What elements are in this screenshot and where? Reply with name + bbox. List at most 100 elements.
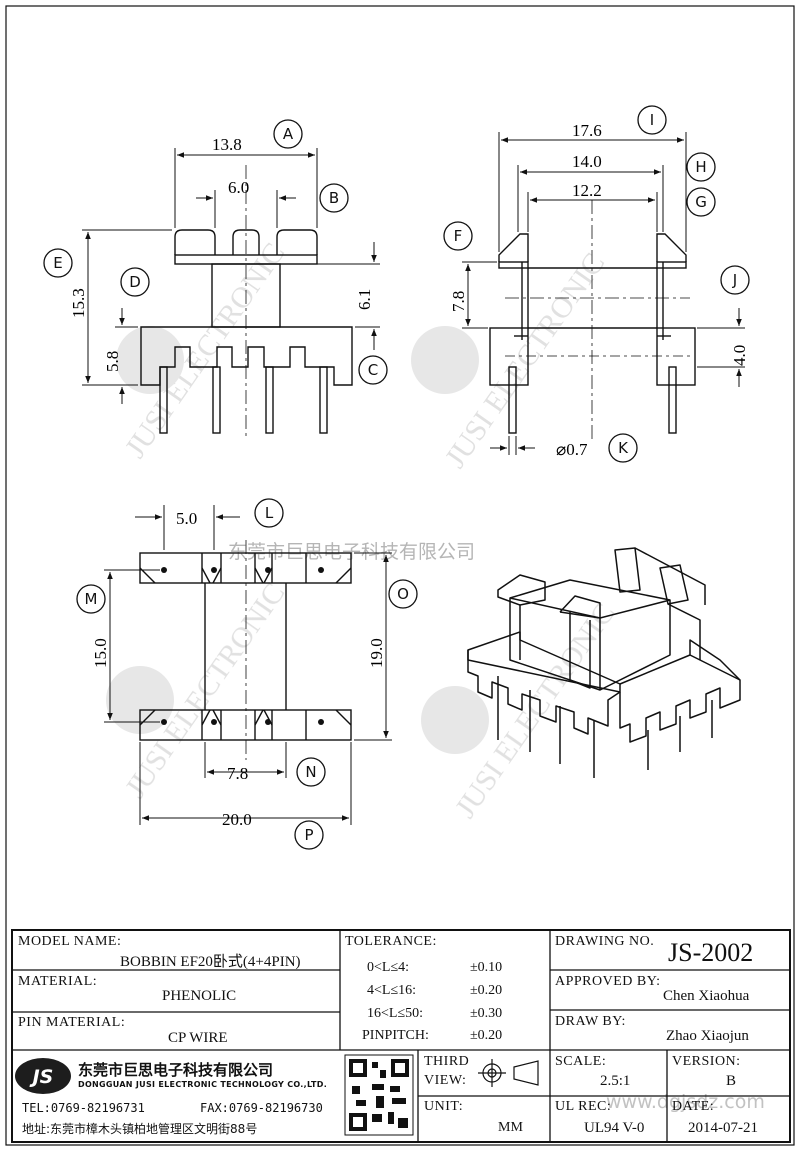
dim-L-value: 5.0 [176,509,197,528]
draw-by-label: DRAW BY: [555,1014,626,1029]
company-tel: TEL:0769-82196731 [22,1101,145,1115]
unit-label: UNIT: [424,1099,464,1114]
drawing-no-label: DRAWING NO. [555,934,655,949]
dim-K-value: ⌀0.7 [556,440,588,459]
balloon-M-label: M [85,590,98,608]
balloon-I [637,105,667,135]
material-label: MATERIAL: [18,974,98,989]
balloon-J-label: J [732,271,737,289]
balloon-N [296,757,326,787]
watermark-logo-1 [116,326,184,394]
front-dimensions [82,148,380,404]
balloon-F [443,221,473,251]
date-label: DATE: [672,1099,715,1114]
third-view-label-line2: VIEW: [424,1073,467,1088]
balloon-D-label: D [129,273,141,291]
tolerance-value-2: ±0.20 [470,983,503,998]
balloon-O-label: O [397,585,409,603]
model-name-label: MODEL NAME: [18,934,122,949]
balloon-J [720,265,750,295]
balloon-P [294,820,324,850]
balloon-B [319,183,349,213]
pin-material-label: PIN MATERIAL: [18,1015,126,1030]
company-address: 地址:东莞市樟木头镇柏地管理区文明街88号 [22,1122,258,1136]
version-label: VERSION: [672,1054,741,1069]
balloon-O [388,579,418,609]
watermark-group: JUSI ELECTRONIC JUSI ELECTRONIC JUSI ELE… [106,237,622,824]
model-name-value: BOBBIN EF20卧式(4+4PIN) [120,954,301,970]
isometric-view [467,547,741,778]
bottom-view [139,552,352,741]
tolerance-range-1: 0<L≤4: [367,960,410,975]
tolerance-value-1: ±0.10 [470,960,503,975]
balloon-P-label: P [304,826,313,844]
ul-rec-value: UL94 V-0 [584,1120,645,1136]
balloon-C-label: C [368,361,378,379]
third-angle-symbol-icon [478,1059,539,1087]
ul-rec-label: UL REC: [555,1099,612,1114]
tolerance-range-3: 16<L≤50: [367,1006,424,1021]
dim-P-value: 20.0 [222,810,252,829]
balloon-D [120,267,150,297]
balloon-G [686,187,716,217]
front-view [140,229,353,434]
approved-by-value: Chen Xiaohua [663,988,750,1004]
balloon-H-label: H [695,158,706,176]
material-value: PHENOLIC [162,988,237,1004]
qr-code-icon [344,1054,414,1136]
balloon-F-label: F [454,227,463,245]
dim-B-value: 6.0 [228,178,249,197]
balloon-L [254,498,284,528]
bottom-dimensions [104,505,392,825]
tolerance-value-4: ±0.20 [470,1028,503,1043]
watermark-company-cn: 东莞市巨思电子科技有限公司 [228,541,475,563]
tolerance-range-2: 4<L≤16: [367,983,417,998]
date-value: 2014-07-21 [688,1120,758,1136]
dim-O-value: 19.0 [367,638,386,668]
watermark-logo-3 [106,666,174,734]
company-logo-text: JS [29,1066,54,1088]
balloon-B-label: B [329,189,339,207]
balloon-M [76,584,106,614]
tolerance-value-3: ±0.30 [470,1006,503,1021]
dim-C-value: 6.1 [355,289,374,310]
balloon-I-label: I [650,111,654,129]
company-name-cn: 东莞市巨思电子科技有限公司 [78,1061,274,1079]
balloon-A [273,119,303,149]
company-logo-icon [15,1058,71,1094]
balloon-K [608,433,638,463]
company-fax: FAX:0769-82196730 [200,1101,323,1115]
third-view-label-line1: THIRD [424,1054,470,1069]
draw-by-value: Zhao Xiaojun [666,1028,749,1044]
dim-D-value: 5.8 [103,351,122,372]
dim-E-value: 15.3 [69,288,88,318]
dim-F-value: 7.8 [449,291,468,312]
tolerance-range-4: PINPITCH: [362,1028,429,1043]
dim-M-value: 15.0 [91,638,110,668]
watermark-logo-4 [421,686,489,754]
dim-I-value: 17.6 [572,121,602,140]
approved-by-label: APPROVED BY: [555,974,661,989]
balloons [43,105,750,850]
balloon-L-label: L [265,504,274,522]
dim-N-value: 7.8 [227,764,248,783]
scale-value: 2.5:1 [600,1073,631,1089]
bottom-pin-holes [161,567,324,725]
dim-J-value: 4.0 [730,345,749,366]
balloon-N-label: N [305,763,316,781]
scale-label: SCALE: [555,1054,607,1069]
pin-material-value: CP WIRE [168,1030,228,1046]
balloon-E-label: E [53,254,62,272]
version-value: B [726,1073,737,1089]
side-dimensions [462,132,745,455]
balloon-G-label: G [695,193,707,211]
tolerance-label: TOLERANCE: [345,934,437,949]
drawing-no-value: JS-2002 [668,938,754,967]
title-block-grid [11,929,791,1143]
balloon-H [686,152,716,182]
balloon-labels: A B C D E F G H I J K L M N O P [53,111,737,844]
dim-H-value: 14.0 [572,152,602,171]
unit-value: MM [498,1120,523,1135]
balloon-E [43,248,73,278]
